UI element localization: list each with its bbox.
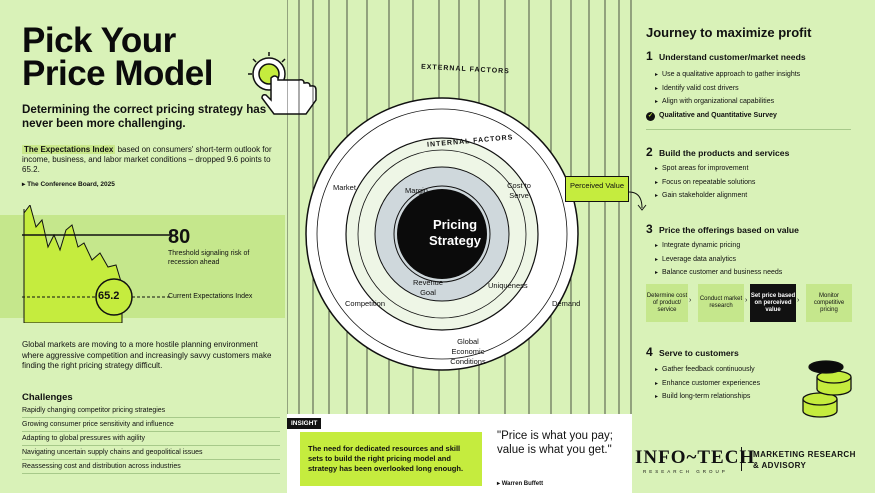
list-item: Growing consumer price sensitivity and i… xyxy=(22,418,280,432)
flow-step: Conduct market research xyxy=(698,284,744,322)
info-tech-logo: INFO~TECH xyxy=(635,447,756,468)
flow-step-highlight: Set price based on perceived value xyxy=(750,284,796,322)
challenges-list: Rapidly changing competitor pricing stra… xyxy=(22,404,280,474)
list-item: Rapidly changing competitor pricing stra… xyxy=(22,404,280,418)
current-index-label: Current Expectations Index xyxy=(168,293,253,300)
perceived-value-tag: Perceived Value xyxy=(565,176,629,202)
subtitle: Determining the correct pricing strategy… xyxy=(22,103,267,130)
divider xyxy=(646,129,851,130)
step-number: 3 xyxy=(646,222,653,236)
arrow-right-icon: › xyxy=(745,297,748,304)
list-item: Integrate dynamic pricing xyxy=(655,241,740,251)
factor-uniqueness: Uniqueness xyxy=(488,281,528,290)
factor-global-economic-conditions: Global Economic Conditions xyxy=(450,337,486,366)
journey-title: Journey to maximize profit xyxy=(646,25,812,40)
pricing-strategy-center: Pricing Strategy xyxy=(428,217,482,248)
quote-text: "Price is what you pay; value is what yo… xyxy=(497,430,613,456)
factor-revenue-goal: Revenue Goal xyxy=(412,278,444,297)
pointer-hand-icon xyxy=(248,52,317,115)
source-text: ▸ The Conference Board, 2025 xyxy=(22,181,115,188)
list-item: Gather feedback continuously xyxy=(655,365,755,375)
curved-arrow-icon xyxy=(628,191,647,211)
step-heading: Understand customer/market needs xyxy=(659,52,806,62)
division-name: MARKETING RESEARCH & ADVISORY xyxy=(753,450,856,470)
step-number: 4 xyxy=(646,345,653,359)
factor-competition: Competition xyxy=(345,299,386,308)
divider xyxy=(741,447,742,471)
check-circle-icon: ✓ xyxy=(646,112,655,121)
current-index-value: 65.2 xyxy=(98,290,120,302)
flow-step: Monitor competitive pricing xyxy=(806,284,852,322)
factor-market: Market xyxy=(333,183,356,192)
quote-author: ▸ Warren Buffett xyxy=(497,481,544,487)
step-heading: Price the offerings based on value xyxy=(659,225,799,235)
factor-margin: Margin xyxy=(405,186,428,195)
page-title: Pick Your Price Model xyxy=(22,21,213,93)
step-heading: Serve to customers xyxy=(659,348,739,358)
expectations-chart xyxy=(22,205,172,323)
logo-subtitle: RESEARCH GROUP xyxy=(643,469,728,474)
list-item: Adapting to global pressures with agilit… xyxy=(22,432,280,446)
list-item: Enhance customer experiences xyxy=(655,379,760,389)
list-item: Gain stakeholder alignment xyxy=(655,191,747,201)
arrow-right-icon: › xyxy=(689,297,692,304)
threshold-value: 80 xyxy=(168,226,191,248)
pricing-wheel xyxy=(287,0,632,414)
threshold-label: Threshold signaling risk of recession ah… xyxy=(168,250,250,266)
list-item: Spot areas for improvement xyxy=(655,164,748,174)
challenges-heading: Challenges xyxy=(22,392,73,403)
list-item: Identify valid cost drivers xyxy=(655,84,739,94)
list-item: Leverage data analytics xyxy=(655,255,736,265)
list-item: Align with organizational capabilities xyxy=(655,97,774,107)
list-item: Balance customer and business needs xyxy=(655,268,782,278)
list-item: Build long-term relationships xyxy=(655,392,750,402)
market-paragraph: Global markets are moving to a more host… xyxy=(22,340,272,370)
insight-tag: INSIGHT xyxy=(287,418,322,429)
expectations-index-text: The Expectations Index based on consumer… xyxy=(22,145,272,174)
list-item: Focus on repeatable solutions xyxy=(655,178,755,188)
list-item: Reassessing cost and distribution across… xyxy=(22,460,280,474)
factor-cost-to-serve: Cost to Serve xyxy=(507,181,531,200)
factor-demand: Demand xyxy=(552,299,581,308)
arrow-right-icon: › xyxy=(797,297,800,304)
list-item: Navigating uncertain supply chains and g… xyxy=(22,446,280,460)
insight-text: The need for dedicated resources and ski… xyxy=(300,432,482,486)
step-number: 2 xyxy=(646,145,653,159)
coin-stack-icon xyxy=(802,360,852,418)
survey-badge: ✓Qualitative and Quantitative Survey xyxy=(646,112,777,121)
list-item: Use a qualitative approach to gather ins… xyxy=(655,70,800,80)
step-heading: Build the products and services xyxy=(659,148,790,158)
step-number: 1 xyxy=(646,49,653,63)
flow-step: Determine cost of product/ service xyxy=(646,284,688,322)
